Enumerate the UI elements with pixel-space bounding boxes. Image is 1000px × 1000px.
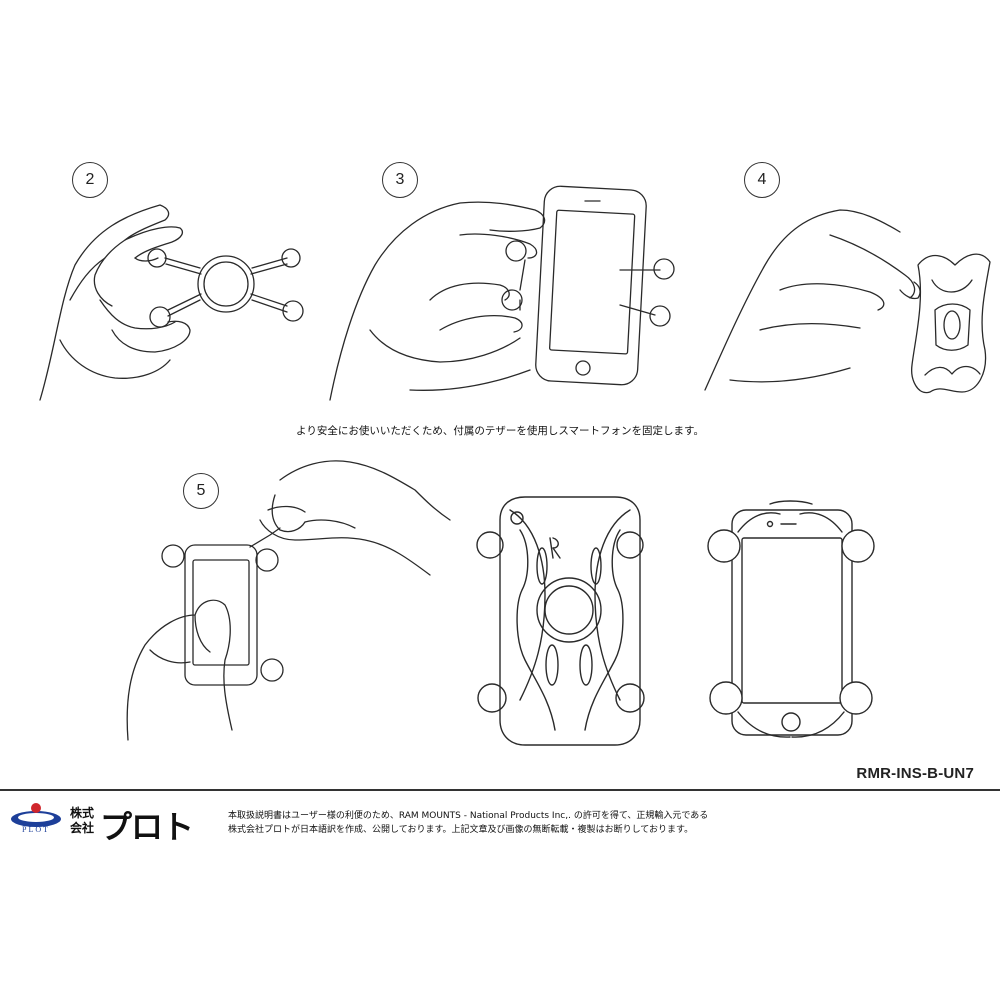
step2-illustration: [40, 205, 303, 400]
front-view-illustration: [708, 501, 874, 737]
step5-illustration: [127, 461, 450, 740]
step-4-number: 4: [744, 162, 780, 198]
notice-line-1: 本取扱説明書はユーザー様の利便のため、RAM MOUNTS - National…: [228, 811, 709, 821]
back-view-illustration: [477, 497, 644, 745]
copyright-notice: 本取扱説明書はユーザー様の利便のため、RAM MOUNTS - National…: [228, 809, 708, 837]
step-3-number: 3: [382, 162, 418, 198]
step-5-number: 5: [183, 473, 219, 509]
plot-logo: PLOT: [8, 800, 64, 840]
plot-logo-text: PLOT: [22, 825, 50, 834]
company-prefix-line1: 株式: [70, 806, 95, 820]
step4-illustration: [705, 210, 990, 393]
notice-line-2: 株式会社プロトが日本語訳を作成、公開しております。上記文章及び画像の無断転載・複…: [228, 825, 694, 835]
step-2-number: 2: [72, 162, 108, 198]
plot-logo-mark: [11, 803, 61, 827]
company-name-main: プロト: [100, 808, 194, 846]
company-name-prefix: 株式 会社: [70, 806, 98, 836]
step3-illustration: [330, 185, 674, 400]
model-code: RMR-INS-B-UN7: [856, 765, 974, 782]
footer-divider: [0, 789, 1000, 791]
instruction-text: より安全にお使いいただくため、付属のテザーを使用しスマートフォンを固定します。: [296, 425, 704, 437]
company-prefix-line2: 会社: [70, 821, 95, 835]
